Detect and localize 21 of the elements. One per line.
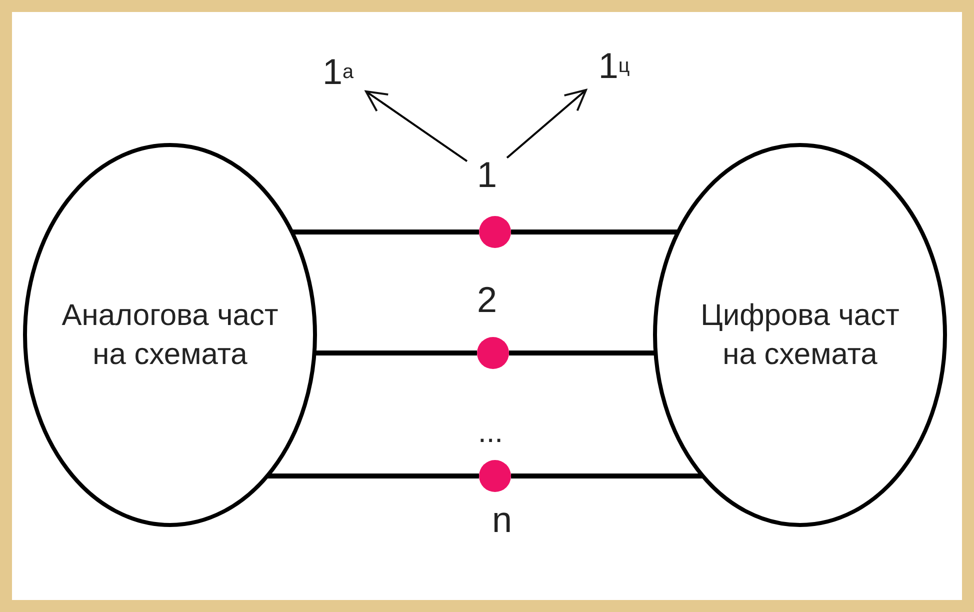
line-number: n	[490, 498, 514, 542]
ellipse-node	[653, 143, 947, 527]
number-label: 1	[467, 153, 507, 197]
ellipse-node	[23, 143, 317, 527]
number-label: 1$^{ц}$	[586, 42, 642, 90]
connection-line	[292, 230, 479, 234]
junction-dot	[479, 460, 511, 492]
connection-line	[511, 230, 678, 234]
ellipsis-label: ...	[478, 418, 504, 448]
node-label: Аналогова част на схемата	[60, 298, 280, 373]
arrow	[365, 90, 468, 162]
junction-dot	[479, 216, 511, 248]
junction-dot	[477, 337, 509, 369]
connection-line	[314, 350, 477, 356]
number-label: 1$^{а}$	[310, 48, 366, 96]
node-label: Цифрова част на схемата	[700, 298, 900, 373]
connection-line	[509, 350, 656, 356]
arrow	[506, 89, 587, 159]
connection-line	[267, 474, 479, 478]
line-number: 2	[476, 278, 498, 322]
connection-line	[511, 474, 703, 478]
